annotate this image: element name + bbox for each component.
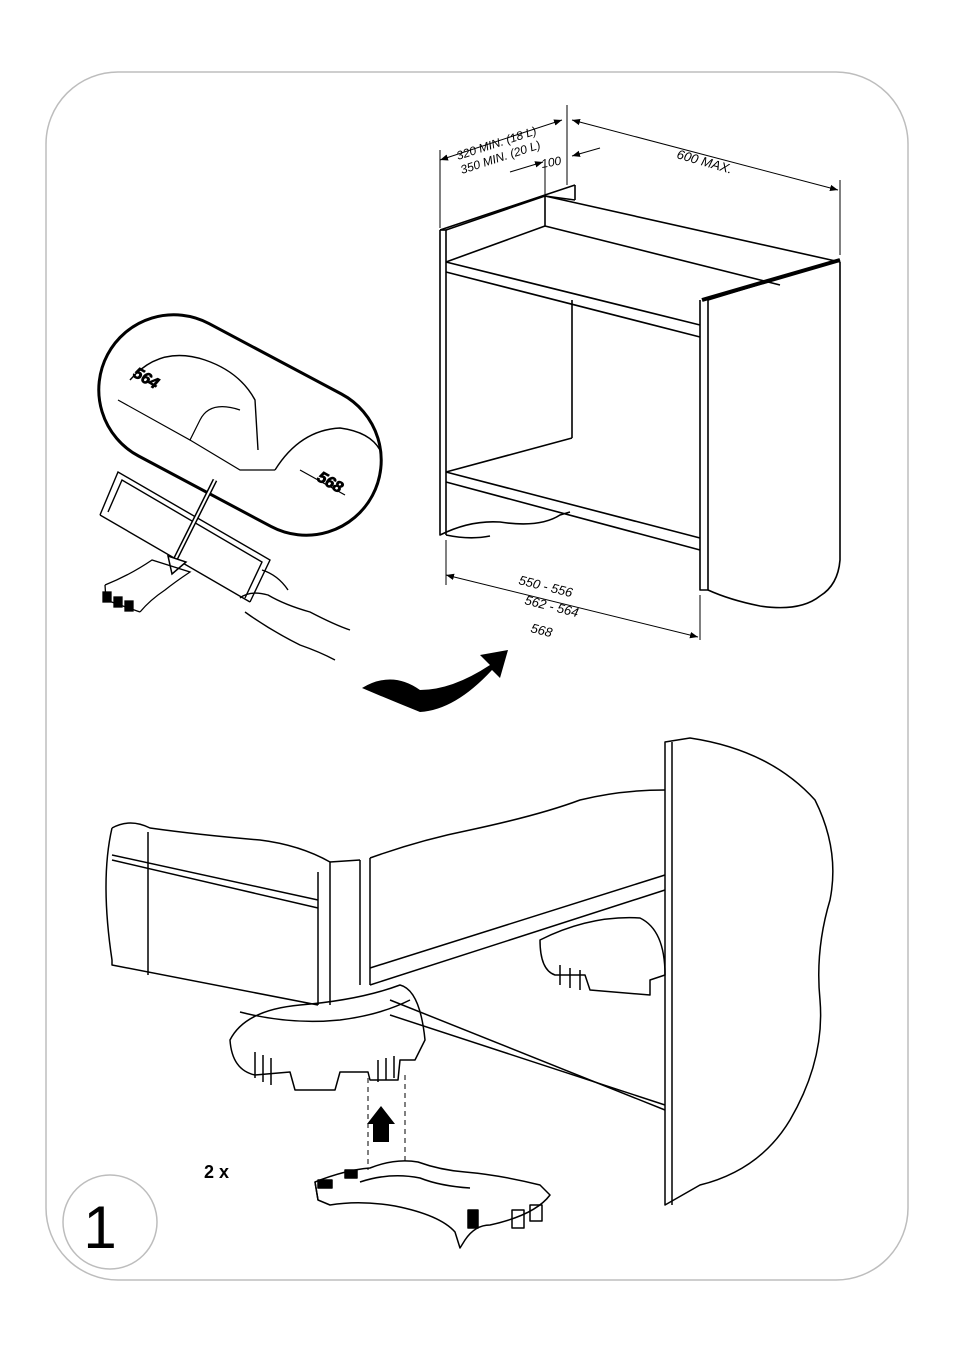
quantity-label: 2 x [204,1162,229,1182]
size-label-564: 564 [130,365,162,393]
small-foot [103,560,190,612]
dim-height-2: 562 - 564 [523,592,580,620]
installation-diagram [106,738,833,1205]
dim-width-max: 600 MAX. [675,146,734,176]
step-number: 1 [83,1194,116,1261]
foot-part [315,1161,550,1248]
cabinet-diagram [440,185,840,608]
transition-arrow [362,650,508,712]
dim-height-3: 568 [529,620,554,640]
detail-callout [72,288,407,561]
dimension-lines [440,105,840,640]
insert-up-arrow [367,1106,395,1142]
cut-arrow-head [168,556,186,574]
dim-rear-gap: 100 [540,154,562,171]
saw-illustration [100,472,350,660]
